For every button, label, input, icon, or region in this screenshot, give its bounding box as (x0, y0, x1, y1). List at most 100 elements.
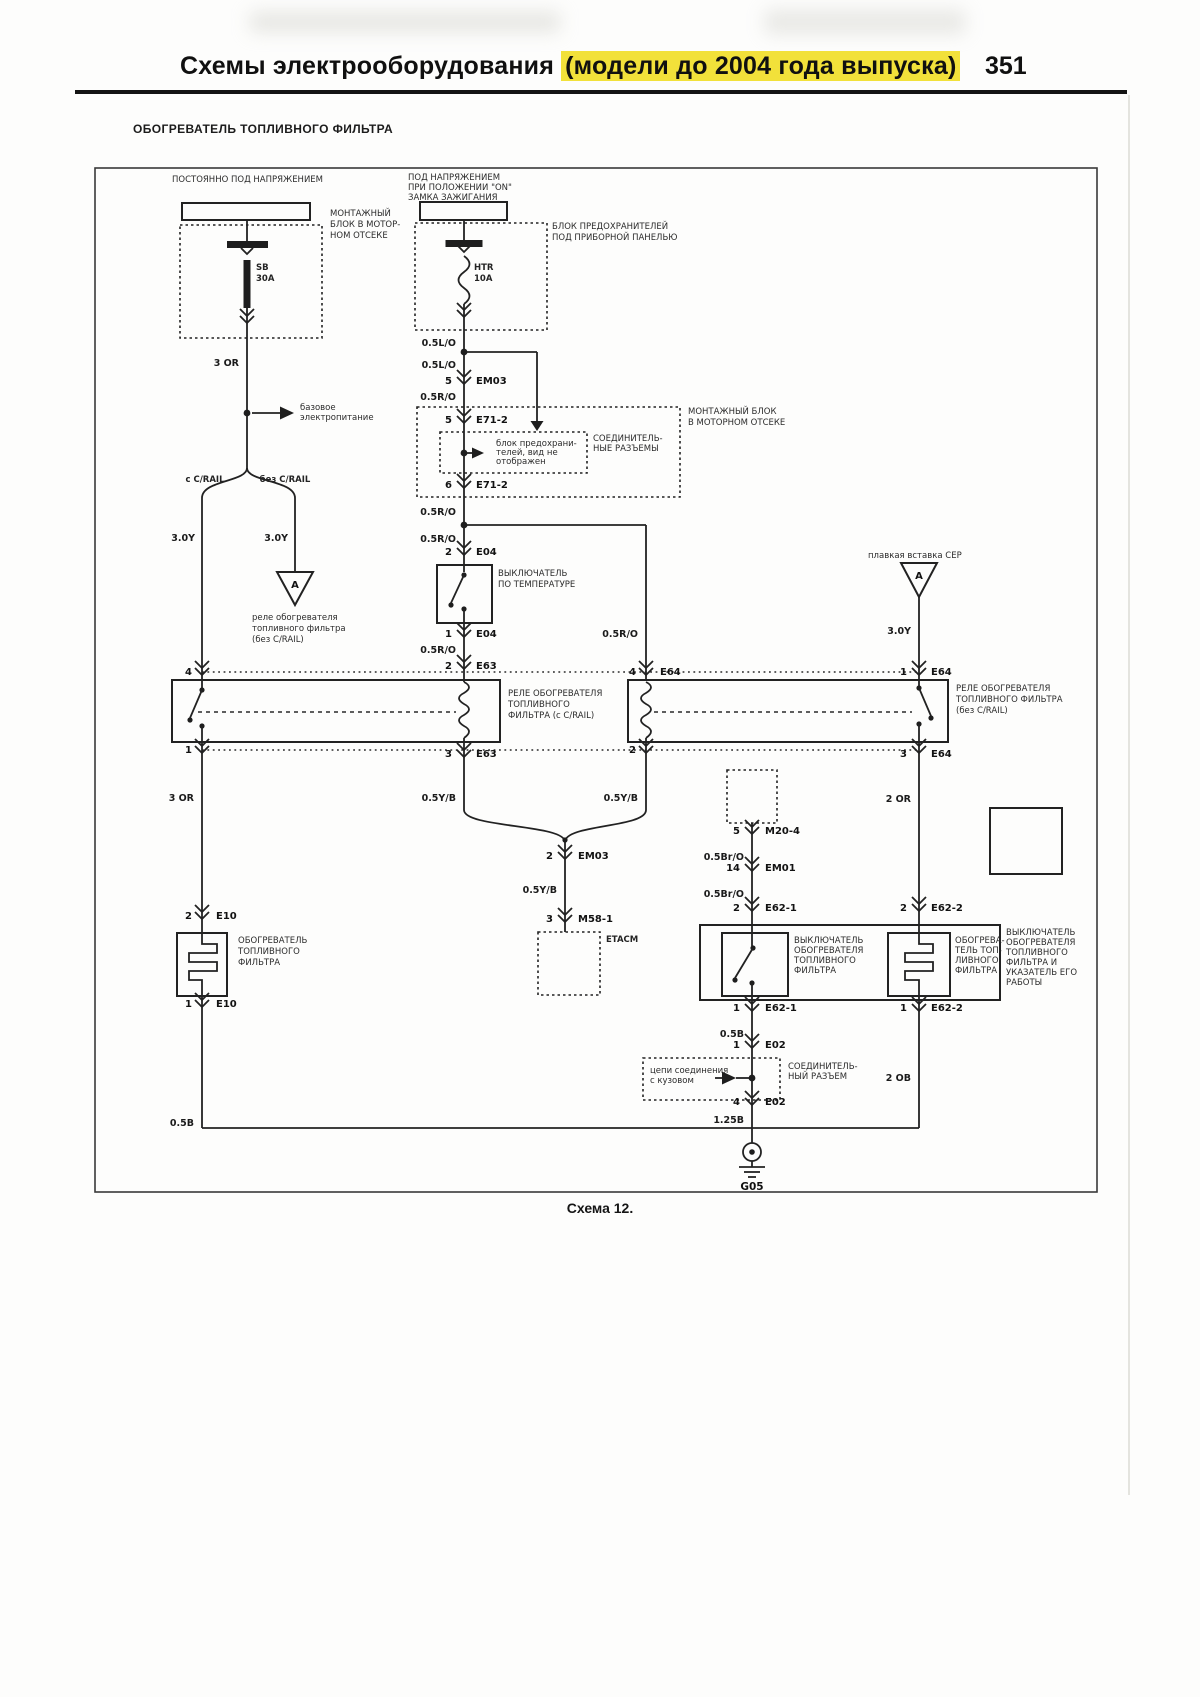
conn-note2-label: СОЕДИНИТЕЛЬ- (788, 1062, 858, 1072)
e71bot-num: 6 (445, 480, 452, 491)
section-title: ОБОГРЕВАТЕЛЬ ТОПЛИВНОГО ФИЛЬТРА (133, 122, 394, 136)
branch-labels: базовое электропитание с C/RAIL без C/RA… (185, 403, 961, 645)
svg-text:ТОПЛИВНОГО: ТОПЛИВНОГО (1005, 948, 1068, 958)
scan-edge-artifact (1128, 95, 1130, 1495)
relay2-label: РЕЛЕ ОБОГРЕВАТЕЛЯ (956, 684, 1050, 694)
heater-switch-symbol (732, 933, 756, 996)
body-joint-box (642, 1057, 781, 1101)
e04top-num: 2 (445, 547, 452, 558)
fuse1-name: SB (256, 263, 269, 273)
em03b-num: 2 (546, 851, 553, 862)
svg-text:ТОПЛИВНОГО: ТОПЛИВНОГО (507, 700, 570, 710)
wire-05yb-2: 0.5Y/B (604, 793, 638, 804)
e621bot-name: E62-1 (765, 1003, 797, 1014)
joint-note-label: СОЕДИНИТЕЛЬ- (593, 434, 663, 444)
wire-05b: 0.5B (720, 1029, 744, 1040)
svg-text:с кузовом: с кузовом (650, 1076, 694, 1086)
e10top-num: 2 (185, 911, 192, 922)
relay2-box (627, 679, 949, 743)
svg-text:отображен: отображен (496, 457, 546, 467)
e64swtop-num: 1 (900, 667, 907, 678)
e64top-num: 4 (629, 667, 636, 678)
svg-text:ОБОГРЕВАТЕЛЯ: ОБОГРЕВАТЕЛЯ (794, 946, 863, 956)
e63bot-name: E63 (476, 749, 497, 760)
wire-labels: 3 OR 3.0Y 3.0Y 3.0Y 0.5L/O 0.5L/O 0.5R/O… (169, 338, 912, 1193)
fuse2-name: HTR (474, 263, 494, 273)
relay-connector-rails (202, 671, 919, 751)
header-title: Схемы электрооборудования (180, 52, 554, 80)
e71top-name: E71-2 (476, 415, 508, 426)
engine-block2-label: МОНТАЖНЫЙ БЛОК (688, 405, 776, 417)
ground-label: G05 (740, 1181, 763, 1193)
e04bot-num: 1 (445, 629, 452, 640)
relay2-switch-symbol (916, 680, 934, 742)
em03a-num: 5 (445, 376, 452, 387)
svg-text:ФИЛЬТРА: ФИЛЬТРА (238, 958, 280, 968)
heater-switch-label: ВЫКЛЮЧАТЕЛЬ (794, 936, 864, 946)
fuel-heater-element-symbol (188, 933, 218, 996)
e02bot-num: 4 (733, 1097, 740, 1108)
heater-indicator-symbol (904, 933, 934, 996)
svg-text:ФИЛЬТРА: ФИЛЬТРА (955, 966, 997, 976)
scan-smudge (765, 10, 965, 34)
triangle-connector-right: A (899, 562, 939, 600)
wire-05ro-4: 0.5R/O (420, 645, 456, 656)
svg-text:электропитание: электропитание (300, 413, 374, 423)
e04top-name: E04 (476, 547, 497, 558)
page-header: Схемы электрооборудования (модели до 200… (180, 51, 961, 81)
e71top-num: 5 (445, 415, 452, 426)
page-number: 351 (985, 52, 1027, 80)
m20-num: 5 (733, 826, 740, 837)
diagram-frame (94, 167, 1098, 1193)
svg-text:ТОПЛИВНОГО: ТОПЛИВНОГО (237, 947, 300, 957)
fuse-link-label: плавкая вставка СЕР (868, 551, 962, 561)
svg-text:ФИЛЬТРА: ФИЛЬТРА (794, 966, 836, 976)
cabin-fuse-block-box (414, 222, 548, 331)
fuse2-labels: HTR 10A (474, 263, 494, 284)
block-labels: МОНТАЖНЫЙ БЛОК В МОТОР- НОМ ОТСЕКЕ БЛОК … (330, 207, 785, 467)
e63top-num: 2 (445, 661, 452, 672)
svg-text:ПО ТЕМПЕРАТУРЕ: ПО ТЕМПЕРАТУРЕ (498, 580, 575, 590)
svg-text:топливного фильтра: топливного фильтра (252, 624, 346, 634)
svg-text:ФИЛЬТРА И: ФИЛЬТРА И (1006, 958, 1057, 968)
connector-chevrons (194, 245, 927, 1106)
svg-text:НЫЙ РАЗЪЕМ: НЫЙ РАЗЪЕМ (788, 1070, 847, 1082)
source-labels: ПОСТОЯННО ПОД НАПРЯЖЕНИЕМ ПОД НАПРЯЖЕНИЕ… (172, 173, 512, 203)
triangle-connector-left: A (275, 571, 315, 608)
wire-30y-right: 3.0Y (887, 626, 911, 637)
e02top-num: 1 (733, 1040, 740, 1051)
junction-dots (243, 348, 756, 1082)
fuse1-labels: SB 30A (256, 263, 275, 284)
e63bot-num: 3 (445, 749, 452, 760)
engine-block-label: МОНТАЖНЫЙ (330, 207, 391, 219)
wire-30y-mid: 3.0Y (264, 533, 288, 544)
svg-text:РАБОТЫ: РАБОТЫ (1006, 978, 1042, 988)
e10bot-num: 1 (185, 999, 192, 1010)
e10top-name: E10 (216, 911, 237, 922)
wire-30y-left: 3.0Y (171, 533, 195, 544)
relay2-coil-symbol (640, 681, 652, 742)
wire-3or-top: 3 OR (214, 358, 240, 369)
e04bot-name: E04 (476, 629, 497, 640)
e622bot-num: 1 (900, 1003, 907, 1014)
without-crail-label: без C/RAIL (260, 474, 311, 485)
e71-inner-note-box (439, 431, 588, 474)
m20-hidden-component-box (726, 769, 778, 824)
wire-125b: 1.25B (713, 1115, 744, 1126)
e621top-num: 2 (733, 903, 740, 914)
svg-text:УКАЗАТЕЛЬ ЕГО: УКАЗАТЕЛЬ ЕГО (1006, 968, 1077, 978)
wire-05b-left: 0.5B (170, 1118, 194, 1129)
svg-text:ТОПЛИВНОГО: ТОПЛИВНОГО (793, 956, 856, 966)
temp-switch-label: ВЫКЛЮЧАТЕЛЬ (498, 569, 568, 579)
svg-text:ПРИ ПОЛОЖЕНИИ "ON": ПРИ ПОЛОЖЕНИИ "ON" (408, 183, 512, 193)
wire-2ob: 2 OB (886, 1073, 911, 1084)
relay1-pin1: 1 (185, 745, 192, 756)
e622top-name: E62-2 (931, 903, 963, 914)
component-labels: ВЫКЛЮЧАТЕЛЬ ПО ТЕМПЕРАТУРЕ РЕЛЕ ОБОГРЕВА… (237, 569, 1077, 1086)
svg-text:ФИЛЬТРА (с C/RAIL): ФИЛЬТРА (с C/RAIL) (508, 711, 594, 721)
svg-text:ОБОГРЕВАТЕЛЯ: ОБОГРЕВАТЕЛЯ (1006, 938, 1075, 948)
e02top-name: E02 (765, 1040, 786, 1051)
svg-text:ПОД ПРИБОРНОЙ ПАНЕЛЬЮ: ПОД ПРИБОРНОЙ ПАНЕЛЬЮ (552, 231, 677, 243)
relay2-pin2: 2 (629, 745, 636, 756)
